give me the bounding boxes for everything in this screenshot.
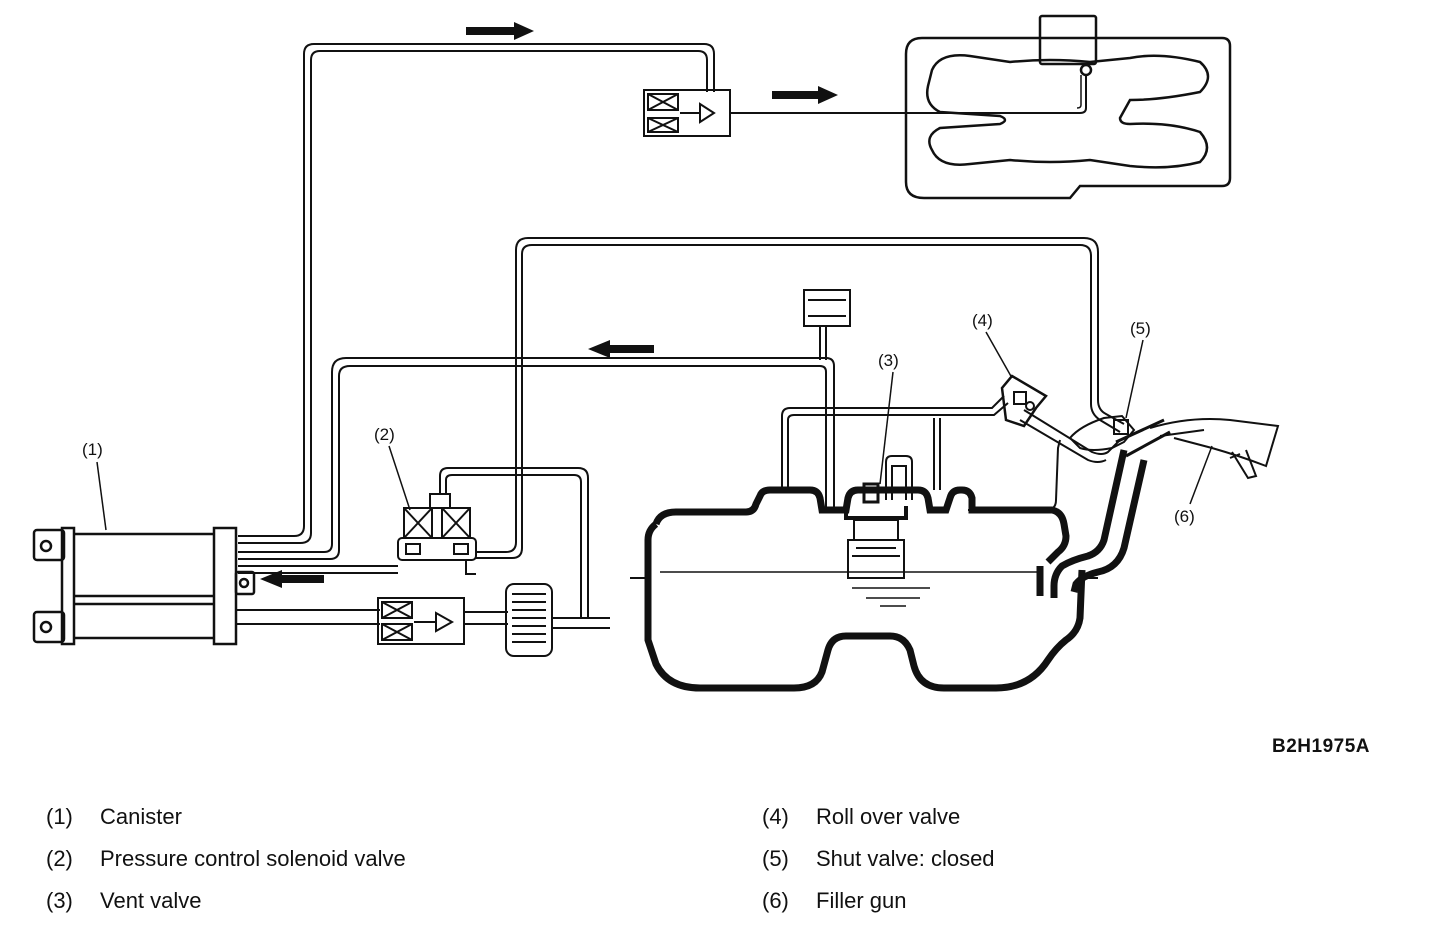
roll-over-valve (1000, 374, 1048, 428)
legend-text: Roll over valve (816, 804, 961, 829)
flow-arrows (260, 22, 838, 588)
legend-number: (5) (762, 846, 789, 871)
legend-text: Vent valve (100, 888, 202, 913)
legend-item: (6) Filler gun (762, 880, 995, 922)
legend-right: (4) Roll over valve (5) Shut valve: clos… (762, 796, 995, 922)
evaporative-system-diagram: (1) (2) (3) (4) (5) (6) (32, 14, 1280, 692)
callout-5: (5) (1130, 319, 1151, 338)
legend-text: Canister (100, 804, 182, 829)
vent-gauge (803, 289, 851, 360)
drain-valve (377, 597, 465, 645)
legend-number: (2) (46, 846, 73, 871)
legend-left: (1) Canister (2) Pressure control soleno… (46, 796, 406, 922)
legend-number: (1) (46, 804, 73, 829)
legend-item: (2) Pressure control solenoid valve (46, 838, 406, 880)
drain-line (236, 609, 610, 629)
callout-4: (4) (972, 311, 993, 330)
legend-number: (3) (46, 888, 73, 913)
legend-text: Pressure control solenoid valve (100, 846, 406, 871)
legend-item: (1) Canister (46, 796, 406, 838)
leader-lines (96, 331, 1213, 531)
callout-6: (6) (1174, 507, 1195, 526)
canister (32, 526, 256, 646)
legend-text: Filler gun (816, 888, 907, 913)
legend-item: (3) Vent valve (46, 880, 406, 922)
callout-1: (1) (82, 440, 103, 459)
legend-item: (5) Shut valve: closed (762, 838, 995, 880)
legend-number: (4) (762, 804, 789, 829)
tank-vent-lines (781, 395, 1121, 511)
pressure-lines (238, 237, 1125, 618)
filler-gun (1149, 418, 1280, 480)
callout-3: (3) (878, 351, 899, 370)
fuel-tank (630, 486, 1098, 692)
legend-item: (4) Roll over valve (762, 796, 995, 838)
legend-text: Shut valve: closed (816, 846, 995, 871)
figure-code: B2H1975A (1272, 736, 1370, 757)
drain-filter (505, 583, 553, 657)
pressure-control-solenoid-valve (397, 493, 477, 561)
filler-neck (1036, 418, 1171, 598)
engine-intake-manifold (730, 14, 1232, 200)
callout-2: (2) (374, 425, 395, 444)
legend-number: (6) (762, 888, 789, 913)
purge-control-solenoid-valve (643, 89, 731, 137)
purge-line-upper (238, 43, 715, 544)
vent-valve (844, 455, 913, 579)
